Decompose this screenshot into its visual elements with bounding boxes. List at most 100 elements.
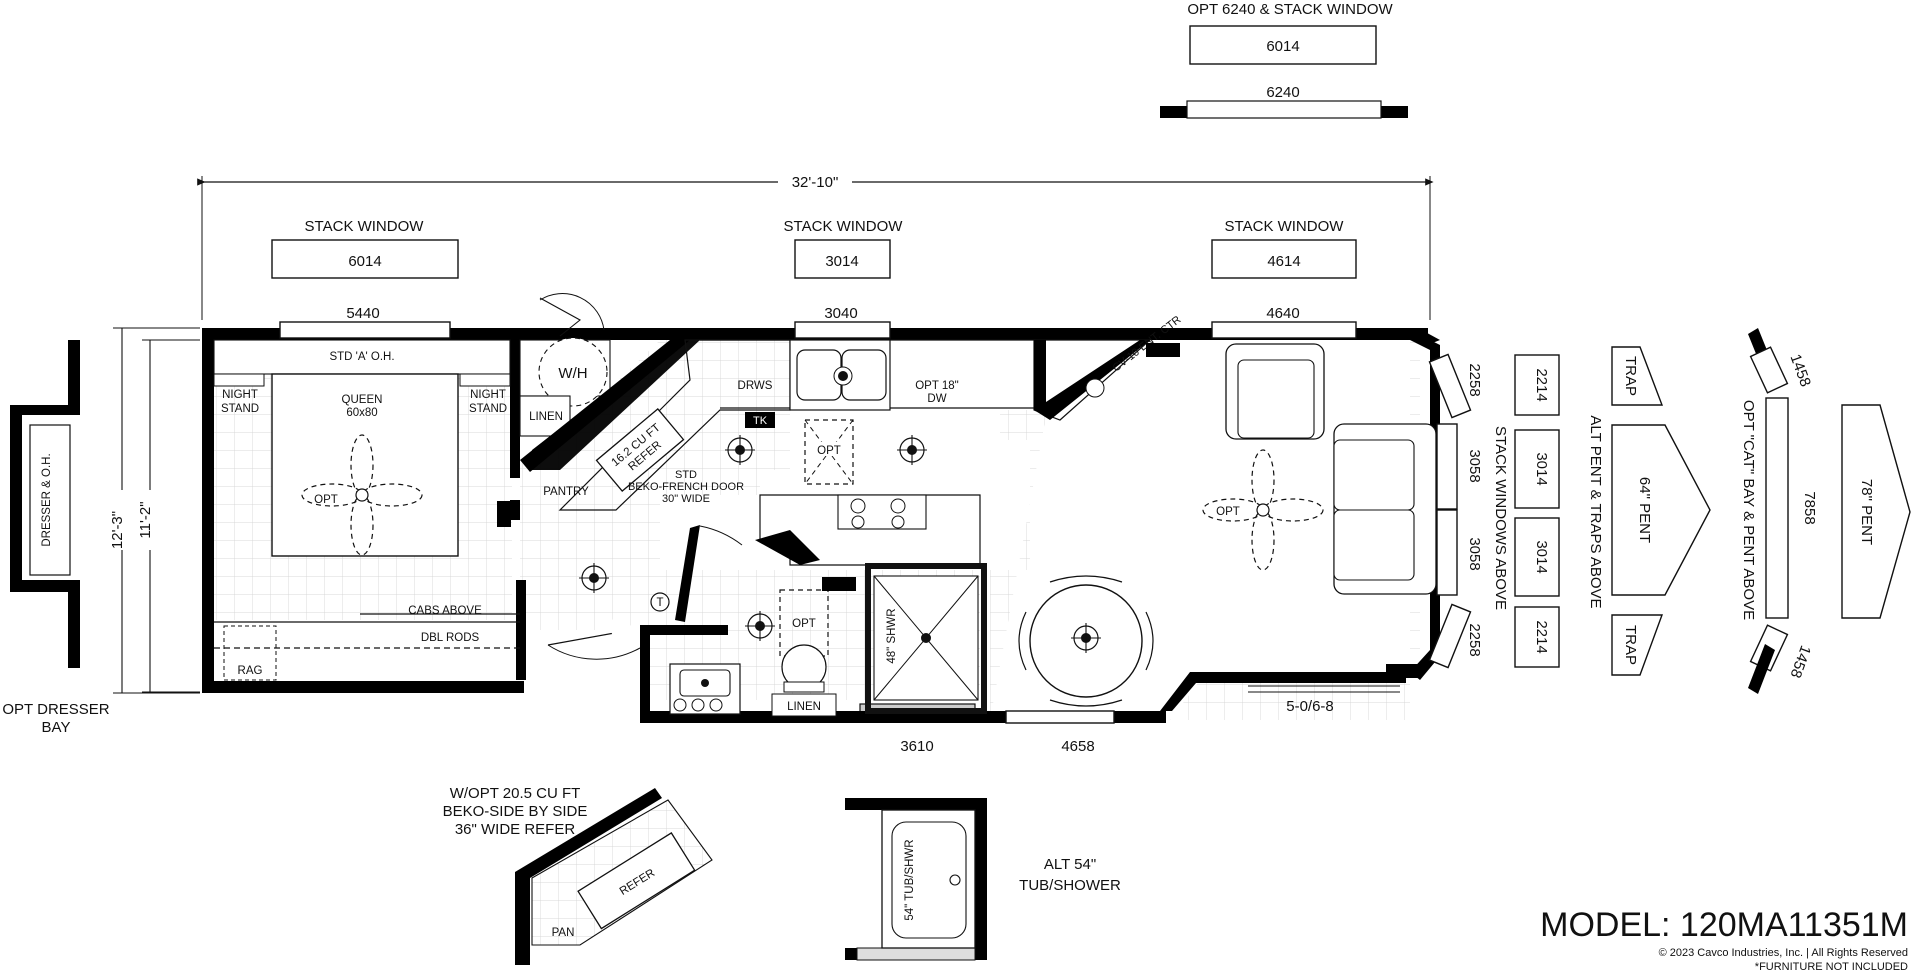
- bay-size-3: 1458: [1787, 643, 1814, 680]
- alt-tub-option: 54" TUB/SHWR 3610 ALT 54" TUB/SHOWER: [845, 798, 1121, 972]
- entry-door-size: 5-0/6-8: [1286, 698, 1334, 715]
- dw-label-1: OPT 18": [915, 380, 959, 392]
- queen-label-2: 60x80: [346, 407, 377, 419]
- stack-size-4: 2214: [1533, 620, 1550, 653]
- right-bay-windows: 2258 3058 3058 2258: [1428, 353, 1483, 669]
- tk-label: TK: [753, 415, 768, 427]
- overall-length-label: 32'-10": [792, 174, 839, 191]
- dresser-bay: DRESSER & O.H. OPT DRESSER BAY: [2, 340, 110, 736]
- cat-bay: 1458 7858 1458 OPT "CAT" BAY & PENT ABOV…: [1740, 328, 1911, 694]
- alt-pent-label: ALT PENT & TRAPS ABOVE: [1587, 415, 1604, 608]
- model-number: MODEL: 120MA11351M: [1540, 906, 1908, 944]
- alt-refer-label-2: BEKO-SIDE BY SIDE: [443, 803, 588, 820]
- std-oh-label: STD 'A' O.H.: [329, 351, 394, 363]
- bedroom-fan-opt: OPT: [314, 494, 338, 506]
- stack-window-label: STACK WINDOW: [784, 218, 904, 235]
- bedroom: STD 'A' O.H. NIGHT STAND NIGHT STAND QUE…: [213, 339, 610, 681]
- pent-78: 78" PENT: [1858, 479, 1875, 545]
- overall-length-dimension: 32'-10": [197, 172, 1434, 320]
- inner-width-label: 11'-2": [137, 501, 154, 538]
- alt-tub-label-1: ALT 54": [1044, 856, 1096, 873]
- rag-label: RAG: [238, 665, 263, 677]
- queen-label-1: QUEEN: [342, 394, 383, 406]
- night-stand-right-1: NIGHT: [470, 389, 506, 401]
- stack-window-3: STACK WINDOW 4614 4640: [1211, 218, 1357, 322]
- top-option-title: OPT 6240 & STACK WINDOW: [1187, 1, 1393, 18]
- bottom-window-1: 3610: [900, 738, 933, 755]
- right-window-3: 3058: [1466, 537, 1483, 570]
- alt-refer-label-1: W/OPT 20.5 CU FT: [450, 785, 581, 802]
- top-option-box: [1189, 25, 1377, 65]
- cabs-above-label: CABS ABOVE: [408, 605, 482, 617]
- night-stand-right-2: STAND: [469, 403, 507, 415]
- pantry-label: PANTRY: [543, 486, 589, 498]
- stack-window-1: STACK WINDOW 6014 5440: [271, 218, 459, 322]
- stack-window-label: STACK WINDOW: [1225, 218, 1345, 235]
- stack-window-size: 3014: [825, 253, 858, 270]
- refrigerator: [595, 408, 685, 492]
- top-option-box-label: 6014: [1266, 38, 1299, 55]
- range: [837, 494, 927, 530]
- top-windows: [279, 321, 1357, 339]
- stack-window-2: STACK WINDOW 3014 3040: [784, 218, 904, 322]
- window-size: 5440: [346, 305, 379, 322]
- alt-tub-label-2: TUB/SHOWER: [1019, 877, 1121, 894]
- dbl-rods-label: DBL RODS: [421, 632, 480, 644]
- alt-tub-window: 3610: [899, 970, 932, 972]
- living-fan-opt: OPT: [1216, 506, 1240, 518]
- top-option-window: [1186, 100, 1382, 119]
- living-room: OPT 5-0/6-8: [1018, 343, 1437, 715]
- right-window-2: 3058: [1466, 449, 1483, 482]
- std-door-3: 30" WIDE: [662, 493, 710, 505]
- bath-linen-label: LINEN: [787, 701, 821, 713]
- alt-refer-pan: PAN: [552, 927, 575, 939]
- stack-size-2: 3014: [1533, 452, 1550, 485]
- window-size: 3040: [824, 305, 857, 322]
- thermostat-label: T: [656, 597, 663, 609]
- model-info: MODEL: 120MA11351M © 2023 Cavco Industri…: [1540, 906, 1908, 972]
- std-door-1: STD: [675, 469, 697, 481]
- drws-label: DRWS: [738, 380, 773, 392]
- furniture-note: *FURNITURE NOT INCLUDED: [1755, 961, 1908, 972]
- linen-label: LINEN: [529, 411, 563, 423]
- bottom-window-2: 4658: [1061, 738, 1094, 755]
- dresser-bay-label-1: OPT DRESSER: [2, 701, 109, 718]
- night-stand-left-2: STAND: [221, 403, 259, 415]
- alt-refrigerator: [577, 832, 696, 930]
- stack-window-size: 6014: [348, 253, 381, 270]
- alt-refer-option: W/OPT 20.5 CU FT BEKO-SIDE BY SIDE 36" W…: [443, 785, 713, 965]
- dresser-label: DRESSER & O.H.: [41, 453, 53, 546]
- pent-64: 64" PENT: [1636, 477, 1653, 543]
- bathroom: OPT LINEN 48" SHWR T: [547, 525, 987, 723]
- bay-size-2: 7858: [1801, 491, 1818, 524]
- copyright: © 2023 Cavco Industries, Inc. | All Righ…: [1659, 947, 1908, 959]
- cat-bay-label: OPT "CAT" BAY & PENT ABOVE: [1740, 400, 1757, 620]
- overall-width-label: 12'-3": [109, 511, 126, 549]
- alt-pent-traps: TRAP 64" PENT TRAP ALT PENT & TRAPS ABOV…: [1587, 346, 1711, 676]
- std-door-2: BEKO-FRENCH DOOR: [628, 481, 744, 493]
- wh-label: W/H: [558, 365, 587, 382]
- stack-size-1: 2214: [1533, 368, 1550, 401]
- stack-windows-above: 2214 3014 3014 2214 STACK WINDOWS ABOVE: [1492, 354, 1560, 668]
- stack-size-3: 3014: [1533, 540, 1550, 573]
- utility-area: W/H LINEN PANTRY: [519, 293, 700, 498]
- shower-label: 48" SHWR: [886, 608, 898, 663]
- stack-window-label: STACK WINDOW: [305, 218, 425, 235]
- top-option-window-label: 6240: [1266, 84, 1299, 101]
- stack-window-size: 4614: [1267, 253, 1300, 270]
- right-window-1: 2258: [1466, 363, 1483, 396]
- trap-bottom: TRAP: [1622, 625, 1639, 665]
- alt-tub-inner-label: 54" TUB/SHWR: [904, 839, 916, 920]
- left-dimensions: 12'-3" 11'-2": [104, 327, 200, 694]
- bath-opt-label: OPT: [792, 618, 816, 630]
- alt-refer-label-3: 36" WIDE REFER: [455, 821, 576, 838]
- stack-windows-above-label: STACK WINDOWS ABOVE: [1492, 426, 1509, 610]
- dw-label-2: DW: [927, 393, 946, 405]
- bay-size-1: 1458: [1787, 352, 1814, 389]
- kitchen-opt-label: OPT: [817, 445, 841, 457]
- top-option: OPT 6240 & STACK WINDOW 6014 6240: [1160, 1, 1408, 119]
- queen-bed: [271, 373, 459, 557]
- trap-top: TRAP: [1622, 356, 1639, 396]
- window-size: 4640: [1266, 305, 1299, 322]
